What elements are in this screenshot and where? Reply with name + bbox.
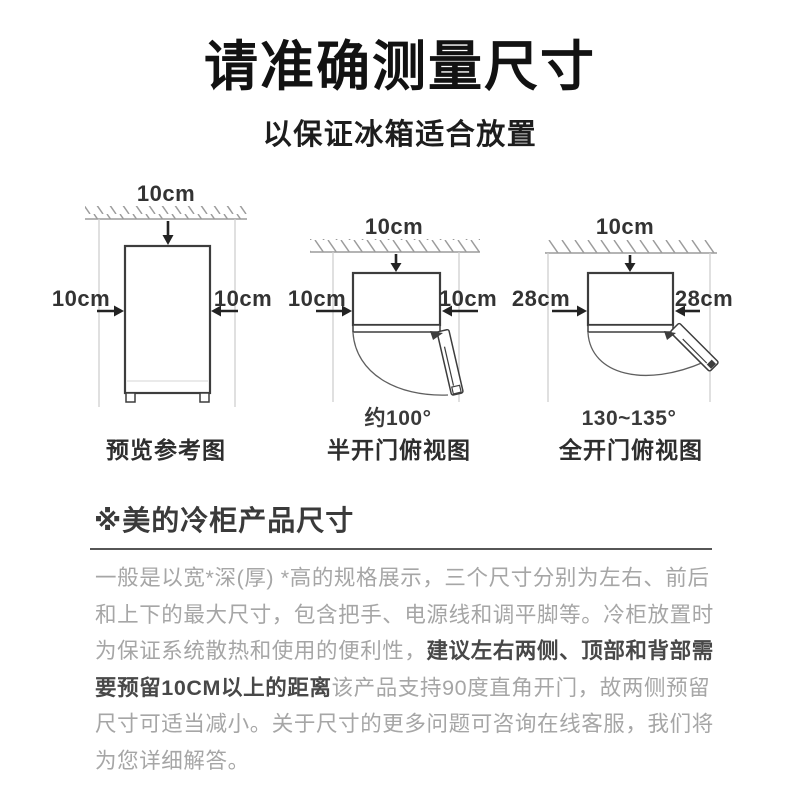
left-arrow-icon — [211, 305, 238, 317]
clearance-label-right: 10cm — [214, 286, 272, 311]
door-swing-arc — [587, 332, 705, 376]
fridge-foot-right — [199, 392, 210, 403]
page-subtitle: 以保证冰箱适合放置 — [262, 119, 538, 151]
diagram-caption: 预览参考图 — [106, 437, 226, 463]
section-divider — [90, 548, 712, 550]
right-arrow-icon — [97, 305, 124, 317]
down-arrow-icon — [390, 254, 402, 272]
fridge-outline — [123, 244, 212, 395]
fridge-outline — [586, 271, 675, 327]
clearance-label-top: 10cm — [137, 181, 195, 206]
ceiling-hatch — [545, 240, 717, 253]
clearance-label-left: 10cm — [52, 286, 110, 311]
angle-label: 约100° — [365, 406, 432, 430]
section-heading: ※美的冷柜产品尺寸 — [94, 505, 355, 536]
measurement-diagrams-figure: 10cm 10cm 10cm 预览参考图 10cm — [52, 181, 733, 463]
door-swing-arc — [352, 332, 449, 396]
diagram-caption: 全开门俯视图 — [558, 437, 703, 463]
clearance-label-top: 10cm — [596, 214, 654, 239]
description-text-2: 该产品支持90度直角开门，故两侧预留尺寸可适当减小。关于尺寸的更多问题可咨询在线… — [95, 675, 714, 773]
left-arrow-icon — [675, 305, 700, 317]
fridge-door-closed-strip — [352, 324, 441, 333]
left-arrow-icon — [442, 305, 478, 317]
right-arrow-icon — [316, 305, 352, 317]
door-hinge — [664, 331, 676, 340]
description-highlight: 建议左右两侧、顶部和背部需要预留10CM以上的距离 — [95, 639, 714, 700]
diagram-half-open-top-view: 10cm 10cm 10cm 约100° 半开门俯视图 — [288, 214, 497, 463]
down-arrow-icon — [162, 221, 174, 245]
diagram-full-open-top-view: 10cm 28cm 28cm 130~135° 全开门俯视图 — [512, 214, 733, 463]
fridge-door-closed-strip — [587, 324, 674, 333]
diagram-caption: 半开门俯视图 — [327, 437, 471, 463]
fridge-outline — [351, 271, 442, 327]
clearance-label-top: 10cm — [365, 214, 423, 239]
fridge-foot-left — [125, 392, 136, 403]
description-text-1: 一般是以宽*深(厚) *高的规格展示，三个尺寸分别为左右、前后和上下的最大尺寸，… — [95, 566, 714, 664]
angle-label: 130~135° — [582, 407, 677, 430]
down-arrow-icon — [624, 255, 636, 272]
ceiling-hatch — [310, 239, 480, 252]
clearance-label-left: 10cm — [288, 286, 346, 311]
fridge-door — [670, 322, 719, 372]
fridge-door — [436, 328, 464, 396]
diagram-front-view: 10cm 10cm 10cm 预览参考图 — [52, 181, 272, 463]
clearance-label-left: 28cm — [512, 286, 570, 311]
right-arrow-icon — [552, 305, 587, 317]
page-title: 请准确测量尺寸 — [204, 37, 596, 97]
door-hinge — [430, 331, 443, 340]
description-paragraph: 一般是以宽*深(厚) *高的规格展示，三个尺寸分别为左右、前后和上下的最大尺寸，… — [95, 560, 717, 780]
ceiling-hatch — [85, 206, 247, 219]
clearance-label-right: 10cm — [439, 286, 497, 311]
